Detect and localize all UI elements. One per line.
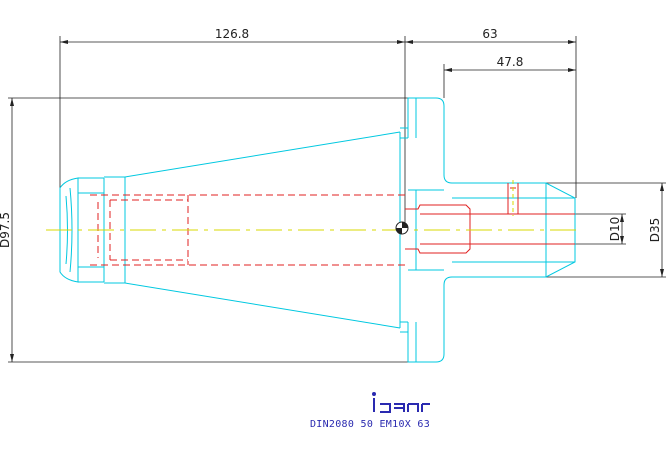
collet-bore-lines bbox=[405, 183, 575, 254]
dim-overall-length: 126.8 bbox=[215, 27, 249, 41]
dim-nose-diameter: D35 bbox=[648, 218, 662, 243]
dim-projection-length: 63 bbox=[482, 27, 497, 41]
dimension-arrows bbox=[10, 40, 664, 362]
dim-bore-diameter: D10 bbox=[608, 217, 622, 242]
dimension-lines bbox=[8, 36, 666, 363]
center-line bbox=[46, 180, 580, 231]
axis-marker-icon bbox=[395, 221, 409, 235]
dim-inner-length: 47.8 bbox=[497, 55, 524, 69]
iscar-logo bbox=[372, 392, 430, 413]
drawing-caption: DIN2080 50 EM10X 63 bbox=[309, 419, 431, 430]
dim-flange-diameter: D97.5 bbox=[0, 212, 12, 248]
